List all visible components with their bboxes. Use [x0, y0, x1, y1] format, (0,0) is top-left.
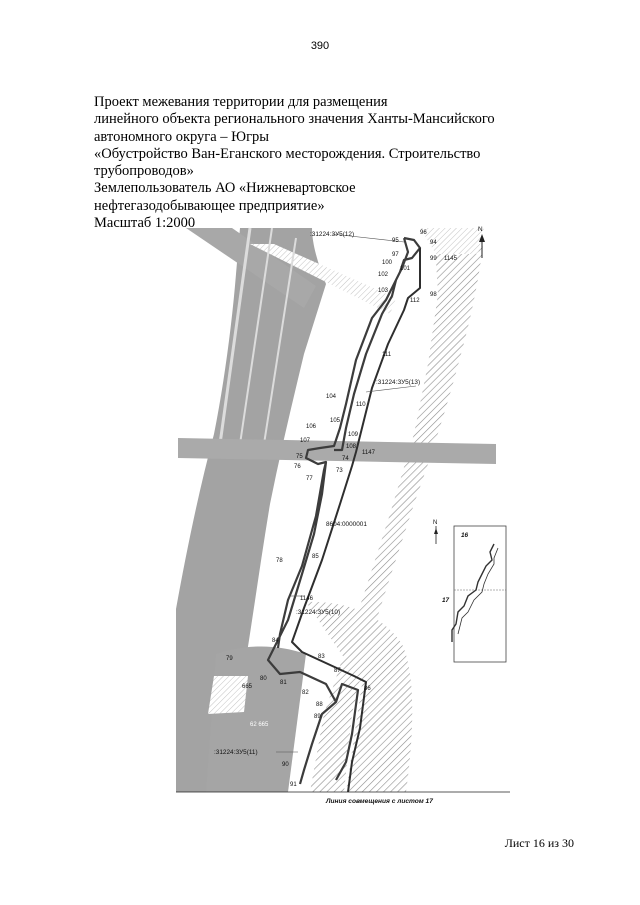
- point-label: 112: [410, 298, 420, 304]
- point-label: 105: [330, 418, 341, 424]
- road-line: [239, 227, 273, 445]
- point-label: 80: [260, 676, 267, 682]
- point-label: 108: [346, 444, 357, 450]
- header-line: автономного округа – Югры: [94, 128, 270, 145]
- faint-label: 1145: [444, 256, 458, 262]
- point-label: 103: [378, 288, 389, 294]
- point-label: 110: [356, 402, 366, 408]
- zone-label: :31224:ЗУ5(12): [310, 231, 354, 238]
- point-label: 91: [290, 782, 297, 788]
- map-caption: Линия совмещения с листом 17: [325, 798, 433, 805]
- point-label: 83: [318, 654, 325, 660]
- point-label: 74: [342, 456, 349, 462]
- scale-line: Масштаб 1:2000: [94, 215, 196, 232]
- zone-label: :31224:ЗУ5(13): [376, 379, 420, 386]
- faint-label: 1147: [362, 450, 376, 456]
- document-header: Проект межевания территории для размещен…: [94, 94, 534, 232]
- point-label: 98: [430, 292, 437, 298]
- parcel-boundary: [266, 236, 422, 785]
- point-label: 81: [280, 680, 287, 686]
- header-line: Проект межевания территории для размещен…: [94, 94, 388, 110]
- map-drawing: N :31224:ЗУ5(12) :31224:ЗУ5(13) 8604:000…: [176, 226, 510, 805]
- point-label: 82: [302, 690, 309, 696]
- header-line: линейного объекта регионального значения…: [94, 111, 495, 128]
- point-label: 109: [348, 432, 359, 438]
- inset-route: [451, 543, 495, 642]
- point-label: 76: [294, 464, 301, 470]
- sheet-number: Лист 16 из 30: [504, 836, 574, 850]
- cadastral-map: N :31224:ЗУ5(12) :31224:ЗУ5(13) 8604:000…: [176, 214, 510, 810]
- faint-label: 62 665: [250, 722, 269, 728]
- point-label: 97: [392, 252, 399, 258]
- point-label: 75: [296, 454, 303, 460]
- hatched-band: [250, 244, 396, 314]
- point-label: 95: [392, 238, 399, 244]
- point-label: 101: [400, 266, 411, 272]
- north-arrow: N: [478, 226, 485, 258]
- header-line: Землепользователь АО «Нижневартовское: [94, 180, 356, 197]
- point-label: 99: [430, 256, 437, 262]
- inset-sheet-label: 16: [461, 532, 469, 539]
- inset-north-label: N: [433, 520, 437, 526]
- point-label: 88: [316, 702, 323, 708]
- leader-line: [365, 385, 417, 393]
- zone-label: :31224:ЗУ5(10): [296, 609, 340, 616]
- point-label: 84: [272, 638, 279, 644]
- point-label: 107: [300, 438, 311, 444]
- hatched-blob: [306, 601, 413, 792]
- inset-route: [457, 547, 499, 635]
- point-label: 111: [382, 352, 392, 358]
- parcel-boundary-right: [291, 248, 421, 793]
- hatched-patch: [208, 676, 248, 714]
- inset-map: 16 17 N: [433, 520, 507, 663]
- point-label: 102: [378, 272, 389, 278]
- zone-label: 8604:0000001: [326, 521, 367, 528]
- point-label: 73: [336, 468, 343, 474]
- zone-label: :31224:ЗУ5(11): [214, 749, 258, 756]
- header-line: нефтегазодобывающее предприятие»: [94, 197, 325, 214]
- point-label: 78: [276, 558, 283, 564]
- hatched-corner: [420, 228, 484, 254]
- point-label: 89: [314, 714, 321, 720]
- point-label: 94: [430, 240, 437, 246]
- gray-band: [186, 228, 316, 308]
- point-label: 86: [364, 686, 371, 692]
- gray-corridor: [176, 228, 326, 792]
- point-label: 79: [226, 656, 233, 662]
- north-label: N: [478, 226, 483, 233]
- point-label: 100: [382, 260, 393, 266]
- point-label: 104: [326, 394, 337, 400]
- road-line: [218, 227, 252, 445]
- header-line: «Обустройство Ван-Еганского месторождени…: [94, 145, 481, 162]
- road-line: [263, 237, 297, 445]
- map-background: [176, 227, 496, 792]
- point-label: 96: [420, 230, 427, 236]
- leader-line: [331, 233, 405, 243]
- inset-north-arrow: [434, 528, 438, 534]
- faint-label: 1146: [300, 596, 314, 602]
- gray-lower: [206, 646, 306, 792]
- point-label: 87: [334, 668, 341, 674]
- faint-label: 665: [242, 684, 253, 690]
- point-label: 85: [312, 554, 319, 560]
- page-number: 390: [310, 40, 330, 52]
- inset-sheet-label: 17: [442, 597, 450, 604]
- header-line: трубопроводов»: [94, 163, 194, 180]
- point-label: 77: [306, 476, 313, 482]
- point-label: 90: [282, 762, 289, 768]
- point-label: 106: [306, 424, 317, 430]
